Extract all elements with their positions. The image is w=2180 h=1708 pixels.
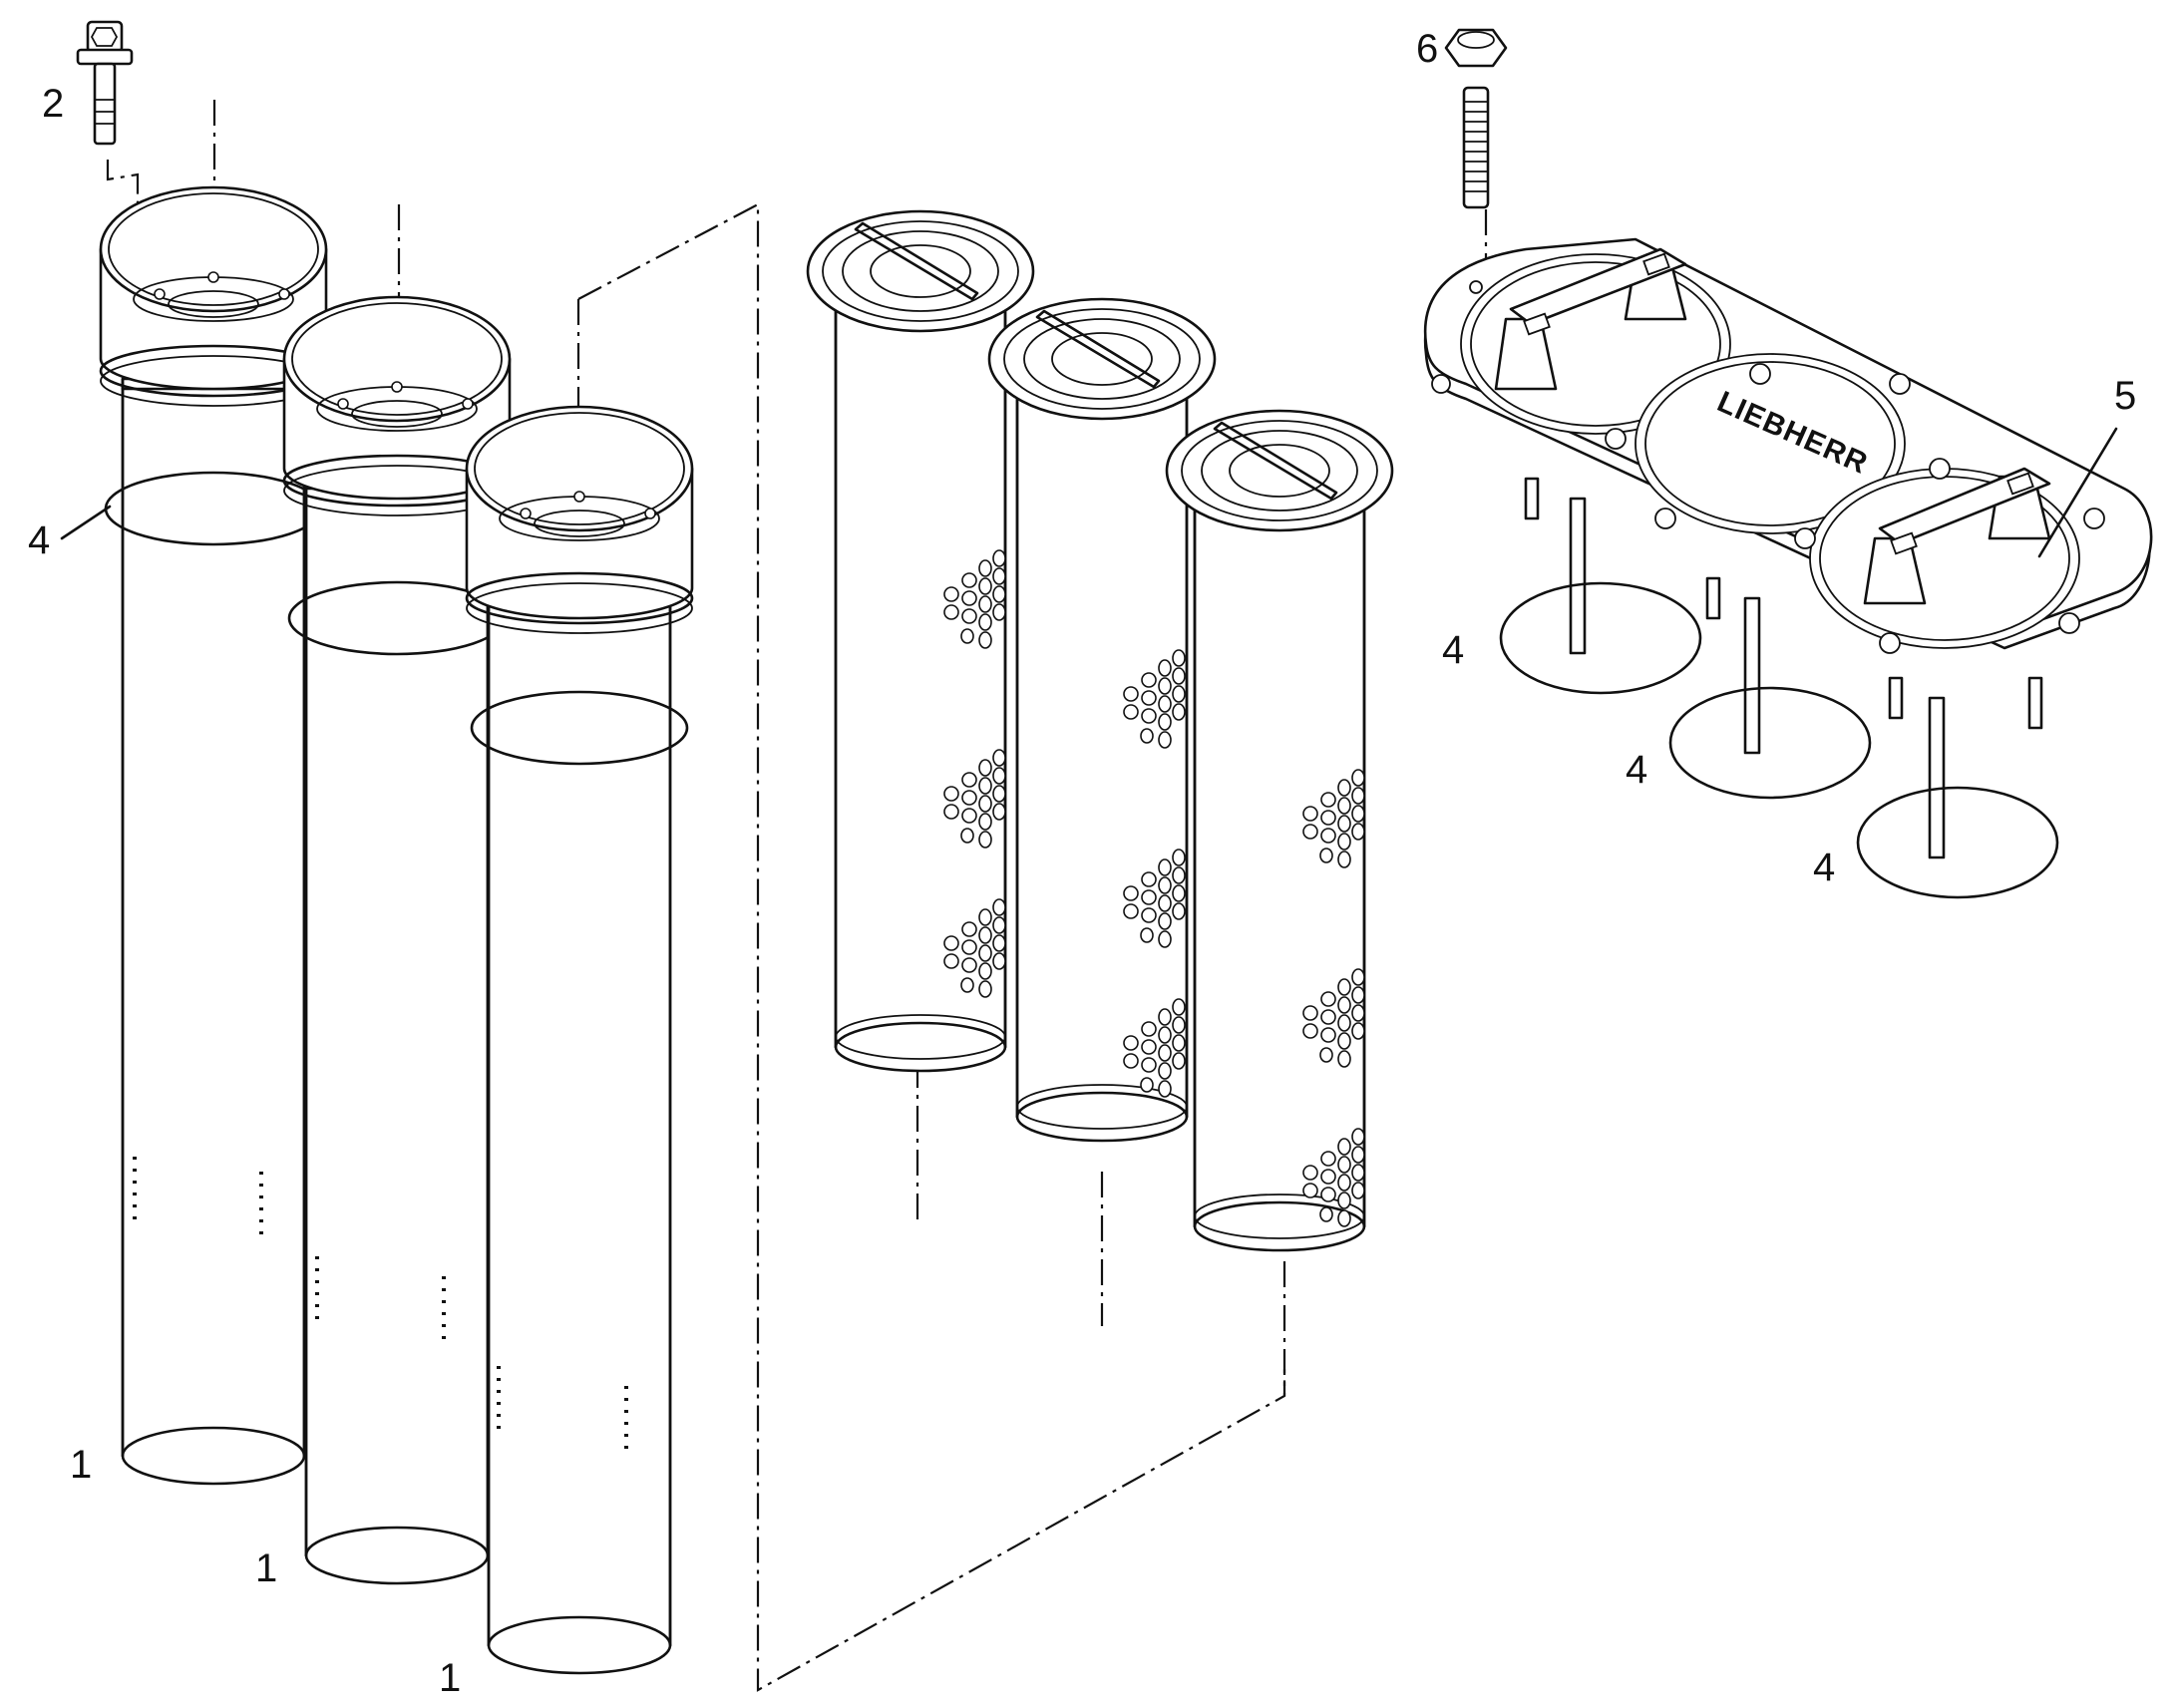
o-ring-b <box>1668 686 1872 800</box>
callout-2: 2 <box>42 82 64 126</box>
filter-housing-tube-2 <box>282 295 512 1585</box>
o-ring-a <box>1499 581 1702 695</box>
filter-housing-tube-3 <box>465 405 694 1675</box>
o-ring-c <box>1856 786 2059 899</box>
callout-4-cover-a: 4 <box>1442 628 1464 672</box>
cover-assembly-part-5: LIEBHERR <box>1423 237 2153 899</box>
cover-handle-2 <box>1863 467 2051 605</box>
callout-4-tube: 4 <box>28 518 50 562</box>
filter-element-1 <box>806 209 1035 1073</box>
callout-1-tube-3: 1 <box>439 1656 461 1700</box>
callout-4-cover-c: 4 <box>1813 846 1835 889</box>
callouts: 2 4 1 1 1 6 5 4 4 4 <box>28 27 2136 1700</box>
cover-handle-1 <box>1494 247 1687 391</box>
cover-nuts <box>1431 280 2105 654</box>
nut-and-stud-part-6 <box>1444 28 1508 209</box>
filter-element-3 <box>1165 409 1394 1252</box>
callout-5: 5 <box>2114 374 2136 418</box>
bolt-part-2 <box>76 20 140 289</box>
filter-housing-tube-1 <box>99 185 328 1486</box>
callout-1-tube-1: 1 <box>70 1443 92 1487</box>
callout-1-tube-2: 1 <box>255 1546 277 1590</box>
callout-4-cover-b: 4 <box>1626 748 1647 792</box>
filter-element-2 <box>987 297 1217 1143</box>
callout-6: 6 <box>1416 27 1438 71</box>
cover-studs <box>1524 477 2043 859</box>
